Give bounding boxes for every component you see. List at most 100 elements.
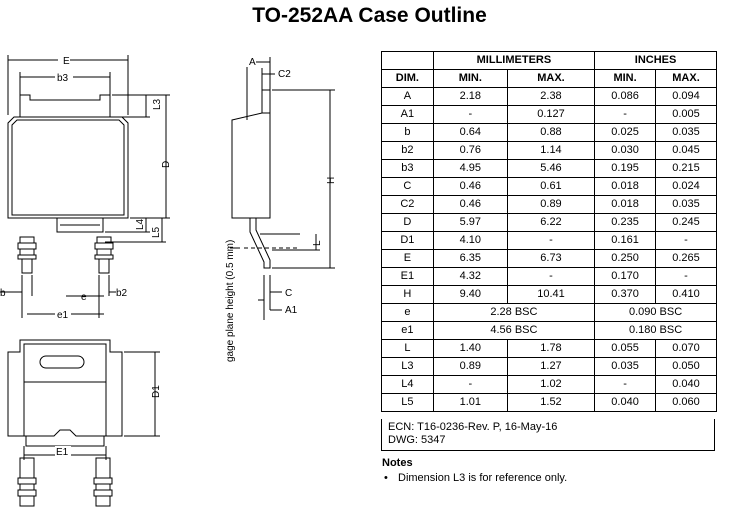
- table-cell: 0.030: [594, 141, 657, 160]
- table-cell: -: [655, 267, 717, 286]
- table-cell: 6.35: [432, 249, 508, 268]
- table-cell: 0.050: [655, 357, 717, 376]
- table-cell: 0.46: [432, 195, 508, 214]
- table-cell: e1: [381, 321, 434, 340]
- table-column-header-row: DIM. MIN. MAX. MIN. MAX.: [381, 69, 717, 88]
- label-E: E: [63, 56, 70, 67]
- table-row: A1-0.127-0.005: [381, 105, 717, 124]
- label-A1: A1: [285, 305, 298, 316]
- table-cell: 0.025: [594, 123, 657, 142]
- table-cell: 0.215: [655, 159, 717, 178]
- table-cell: 4.10: [432, 231, 508, 250]
- table-cell: 0.235: [594, 213, 657, 232]
- note-item: •Dimension L3 is for reference only.: [384, 472, 567, 484]
- label-E1: E1: [56, 447, 69, 458]
- table-cell: D: [381, 213, 434, 232]
- table-cell: 2.28 BSC: [432, 303, 596, 322]
- label-L5: L5: [151, 226, 162, 238]
- label-D1: D1: [151, 385, 162, 398]
- table-cell: 0.045: [655, 141, 717, 160]
- table-cell: C: [381, 177, 434, 196]
- table-cell: 4.56 BSC: [432, 321, 596, 340]
- notes-heading: Notes: [382, 457, 413, 469]
- table-cell: E: [381, 249, 434, 268]
- table-cell: 0.005: [655, 105, 717, 124]
- table-row: L4-1.02-0.040: [381, 375, 717, 394]
- table-cell: 0.46: [432, 177, 508, 196]
- table-cell: 0.245: [655, 213, 717, 232]
- table-cell: b2: [381, 141, 434, 160]
- table-cell: 0.018: [594, 177, 657, 196]
- table-cell: L4: [381, 375, 434, 394]
- table-cell: D1: [381, 231, 434, 250]
- header-inches: INCHES: [594, 51, 717, 70]
- table-cell: 0.127: [506, 105, 596, 124]
- label-C: C: [285, 288, 292, 299]
- table-cell: 0.250: [594, 249, 657, 268]
- table-cell: 5.97: [432, 213, 508, 232]
- table-cell: 0.090 BSC: [594, 303, 717, 322]
- table-cell: L: [381, 339, 434, 358]
- table-cell: 0.265: [655, 249, 717, 268]
- label-b2: b2: [116, 288, 128, 299]
- table-group-header-row: MILLIMETERS INCHES: [381, 51, 717, 70]
- table-cell: 0.170: [594, 267, 657, 286]
- table-cell: 0.410: [655, 285, 717, 304]
- header-mm-max: MAX.: [506, 69, 596, 88]
- table-cell: 0.055: [594, 339, 657, 358]
- table-cell: A: [381, 87, 434, 106]
- label-D: D: [161, 161, 172, 168]
- table-cell: 0.040: [594, 393, 657, 412]
- table-cell: 0.035: [655, 195, 717, 214]
- table-cell: 0.018: [594, 195, 657, 214]
- table-cell: 6.73: [506, 249, 596, 268]
- header-millimeters: MILLIMETERS: [432, 51, 596, 70]
- table-cell: 4.95: [432, 159, 508, 178]
- table-cell: 0.035: [655, 123, 717, 142]
- table-cell: e: [381, 303, 434, 322]
- table-cell: 6.22: [506, 213, 596, 232]
- ecn-box: ECN: T16-0236-Rev. P, 16-May-16 DWG: 534…: [381, 419, 715, 451]
- table-cell: -: [655, 231, 717, 250]
- table-cell: 1.02: [506, 375, 596, 394]
- table-cell: H: [381, 285, 434, 304]
- header-in-max: MAX.: [655, 69, 717, 88]
- table-cell: 10.41: [506, 285, 596, 304]
- page-title: TO-252AA Case Outline: [252, 4, 487, 27]
- label-b3: b3: [57, 73, 69, 84]
- label-gage-plane: gage plane height (0.5 mm): [225, 240, 236, 362]
- label-L: L: [312, 240, 323, 246]
- table-cell: -: [432, 375, 508, 394]
- table-cell: -: [594, 105, 657, 124]
- ecn-line: ECN: T16-0236-Rev. P, 16-May-16: [388, 421, 558, 433]
- label-L4: L4: [135, 218, 146, 230]
- table-cell: -: [506, 267, 596, 286]
- table-cell: 0.370: [594, 285, 657, 304]
- case-outline-drawing: E b3 L3 D L4 L5 b e b2 e1 A C2 H L C A1 …: [0, 55, 337, 507]
- table-cell: 0.180 BSC: [594, 321, 717, 340]
- table-cell: 0.76: [432, 141, 508, 160]
- table-cell: 9.40: [432, 285, 508, 304]
- table-cell: 0.64: [432, 123, 508, 142]
- table-cell: 0.024: [655, 177, 717, 196]
- table-cell: 4.32: [432, 267, 508, 286]
- table-cell: 2.18: [432, 87, 508, 106]
- note-text: Dimension L3 is for reference only.: [398, 472, 568, 484]
- header-mm-min: MIN.: [432, 69, 508, 88]
- table-cell: 1.14: [506, 141, 596, 160]
